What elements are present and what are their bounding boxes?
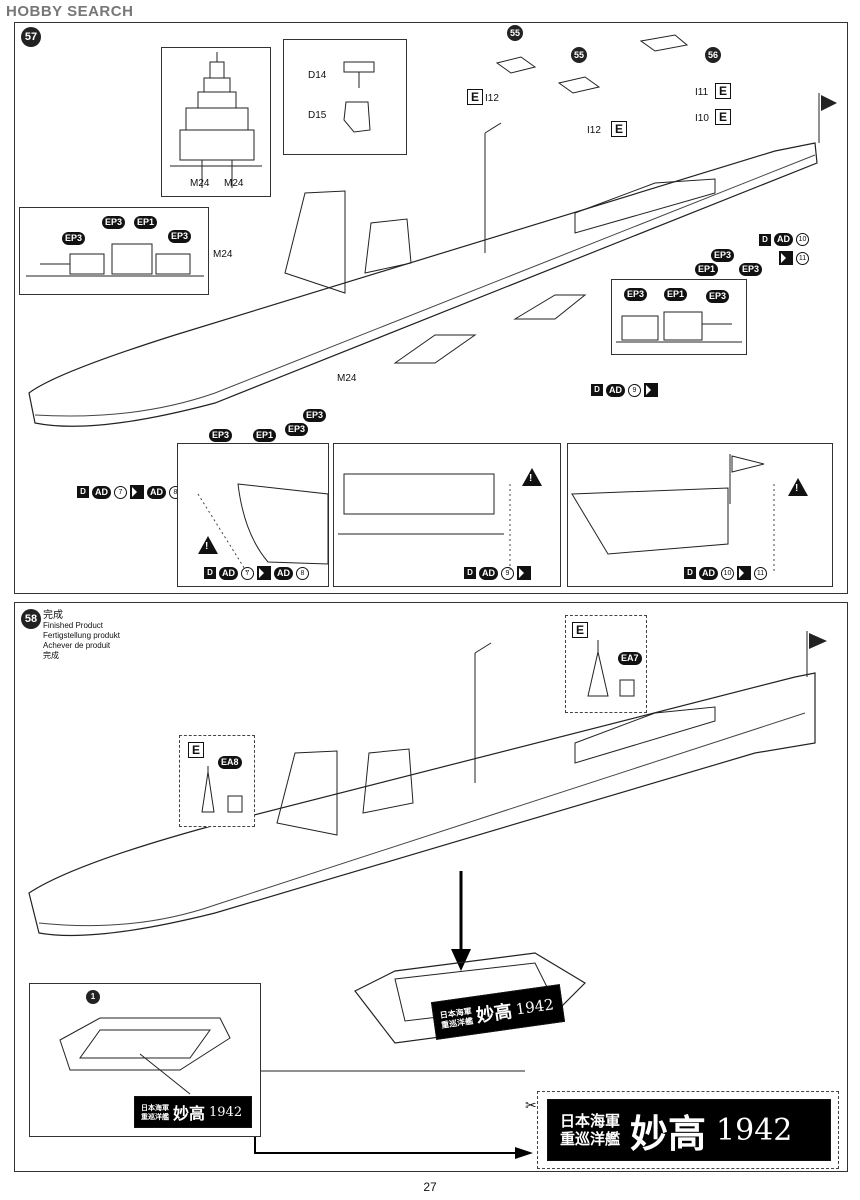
step-57-number: 57 <box>21 27 41 47</box>
ep3-callout-g: EP3 <box>285 423 309 436</box>
ea8-callout: EA8 <box>218 756 242 769</box>
cutout-nameplate: 日本海軍 重巡洋艦 妙高 1942 <box>547 1099 831 1161</box>
substep-55-a: 55 <box>507 25 523 41</box>
nameplate-line2: 重巡洋艦 <box>560 1130 621 1148</box>
front-turret-inset: EP3 EP3 EP1 EP3 <box>19 207 209 295</box>
stand-inset: 1 日本海軍 重巡洋艦 妙高 1942 <box>29 983 261 1137</box>
ea7-inset: E EA7 <box>565 615 647 713</box>
ep1-callout-a: EP1 <box>134 216 158 229</box>
page-number: 27 <box>423 1180 437 1194</box>
step-58-panel: 58 完成 Finished Product Fertigstellung pr… <box>14 602 848 1172</box>
i12-label-a: I12 <box>485 93 499 104</box>
mast-inset: M24 M24 <box>161 47 271 197</box>
inset-year: 1942 <box>209 1104 243 1120</box>
stand-nameplate-inset: 日本海軍 重巡洋艦 妙高 1942 <box>134 1096 252 1128</box>
nameplate-line1: 日本海軍 <box>560 1112 621 1130</box>
m24-label-left: M24 <box>190 178 210 189</box>
title-jp: 完成 <box>43 610 63 621</box>
sprue-e-box-a: E <box>467 89 483 105</box>
ep3-callout-h: EP3 <box>303 409 327 422</box>
ep1-callout-b: EP1 <box>664 288 688 301</box>
catapult-parts-drawing <box>343 61 375 133</box>
d14-label: D14 <box>308 70 327 81</box>
nameplate-year: 1942 <box>716 1112 793 1148</box>
ea7-part-drawing <box>587 640 635 697</box>
ep3-callout-j: EP3 <box>739 263 763 276</box>
bow-detail-inset: D AD7 AD8 <box>177 443 329 587</box>
stand-name: 妙高 <box>474 1001 514 1027</box>
ep3-callout-d: EP3 <box>624 288 648 301</box>
rear-turret-drawing <box>616 311 742 343</box>
bow-detail-drawing <box>197 483 329 575</box>
ea7-callout: EA7 <box>618 652 642 665</box>
stand-part-1: 1 <box>86 990 100 1004</box>
d14-d15-inset: D14 D15 <box>283 39 407 155</box>
bow-warning-icon <box>198 536 218 554</box>
ep1-callout-d: EP1 <box>695 263 719 276</box>
step-58-number: 58 <box>21 609 41 629</box>
ep3-callout-e: EP3 <box>706 290 730 303</box>
step-57-panel: 57 M24 M24 D14 D15 EP3 EP3 EP1 EP3 <box>14 22 848 594</box>
i11-label: I11 <box>695 87 709 98</box>
ea8-inset: E EA8 <box>179 735 255 827</box>
midship-detail-drawing <box>338 473 511 570</box>
ep3-callout-a: EP3 <box>62 232 86 245</box>
ea8-part-drawing <box>201 766 243 813</box>
title-jp-2: 完成 <box>43 651 59 660</box>
scissors-icon: ✂ <box>525 1097 537 1113</box>
inset-name: 妙高 <box>173 1104 206 1123</box>
ep3-callout-f: EP3 <box>209 429 233 442</box>
stern-warning-icon <box>788 478 808 496</box>
inset-line1: 日本海軍 <box>141 1103 169 1112</box>
sprue-e-box-d: E <box>715 109 731 125</box>
sprue-e-box-ea7: E <box>572 622 588 638</box>
title-fr: Achever de produit <box>43 641 111 650</box>
ep3-callout-c: EP3 <box>168 230 192 243</box>
midship-warning-icon <box>522 468 542 486</box>
stern-detail-drawing <box>571 454 775 574</box>
front-turret-drawing <box>26 243 204 277</box>
title-de: Fertigstellung produkt <box>43 631 120 640</box>
inset-line2: 重巡洋艦 <box>141 1112 169 1121</box>
sprue-e-box-ea8: E <box>188 742 204 758</box>
i10-label: I10 <box>695 113 709 124</box>
m24-label-right: M24 <box>224 178 244 189</box>
stand-year: 1942 <box>514 995 555 1019</box>
midship-detail-inset: D AD9 <box>333 443 561 587</box>
m24-label-low: M24 <box>337 373 357 384</box>
m24-label-mid: M24 <box>213 249 233 260</box>
mast-drawing <box>170 52 262 188</box>
d15-label: D15 <box>308 110 327 121</box>
title-en: Finished Product <box>43 621 104 630</box>
i12-label-b: I12 <box>587 125 601 136</box>
substep-56: 56 <box>705 47 721 63</box>
substep-55-b: 55 <box>571 47 587 63</box>
site-logo-text: HOBBY SEARCH <box>6 3 134 20</box>
ep3-callout-b: EP3 <box>102 216 126 229</box>
sprue-e-box-c: E <box>715 83 731 99</box>
rear-turret-inset: EP3 EP1 EP3 <box>611 279 747 355</box>
nameplate-ship-name: 妙高 <box>630 1110 707 1156</box>
decal-flip-11: 11 <box>779 251 809 265</box>
step-58-title: 完成 Finished Product Fertigstellung produ… <box>43 611 120 661</box>
site-logo: HOBBY SEARCH <box>6 3 133 20</box>
ep1-callout-c: EP1 <box>253 429 277 442</box>
ep3-callout-i: EP3 <box>711 249 735 262</box>
ship-drawing-step57 <box>28 34 837 427</box>
stand-drawing <box>59 1017 231 1095</box>
sprue-e-box-b: E <box>611 121 627 137</box>
